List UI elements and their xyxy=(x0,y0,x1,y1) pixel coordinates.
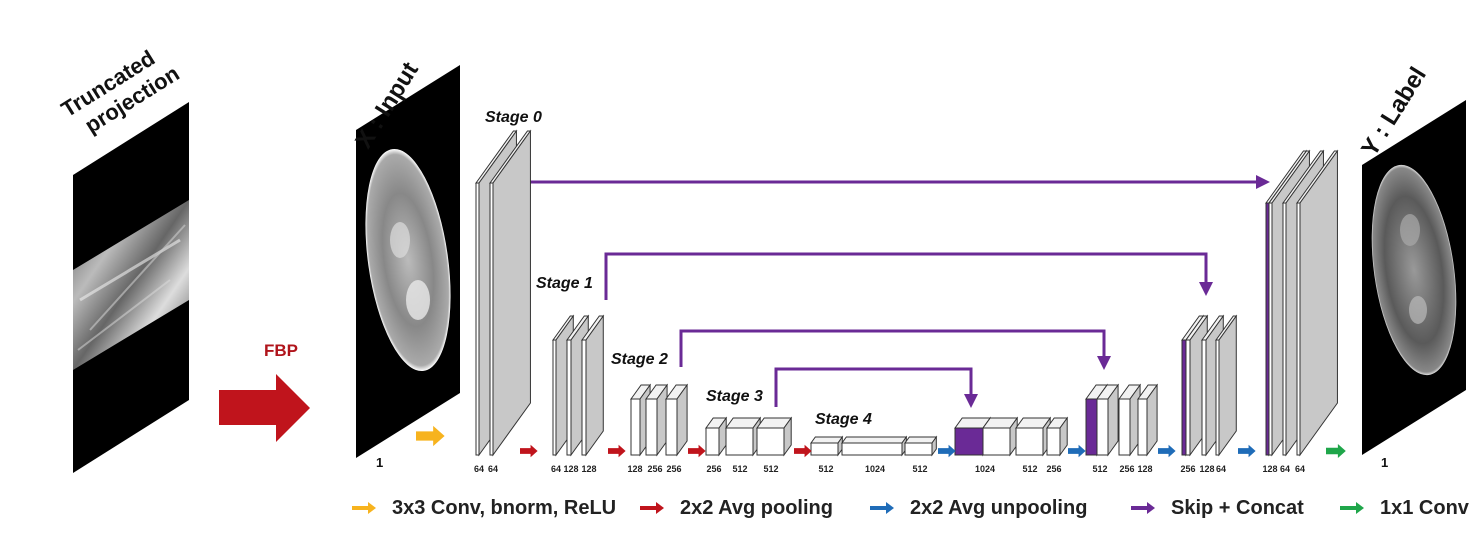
legend-label-unpool: 2x2 Avg unpooling xyxy=(910,496,1088,519)
legend-arrow-1x1-icon xyxy=(1340,502,1364,514)
legend: 3x3 Conv, bnorm, ReLU 2x2 Avg pooling 2x… xyxy=(0,488,1479,528)
stage4-block-2 xyxy=(841,435,908,457)
ch-s2d-1: 256 xyxy=(1119,464,1134,474)
stage2-dec-block-3 xyxy=(1137,383,1159,457)
ch-s3e-1: 512 xyxy=(732,464,747,474)
ch-s1d-2: 64 xyxy=(1216,464,1226,474)
unpool-arrow-icon-4 xyxy=(1238,444,1256,458)
ch-s4-0: 512 xyxy=(818,464,833,474)
stage1-enc-slab-3 xyxy=(581,314,605,457)
legend-item-pool: 2x2 Avg pooling xyxy=(640,494,833,522)
ch-s0d-1: 64 xyxy=(1280,464,1290,474)
stage2-dec-block-1 xyxy=(1096,383,1120,457)
ch-s0e-0: 64 xyxy=(474,464,484,474)
stage-0-label: Stage 0 xyxy=(485,109,542,126)
ch-s4-2: 512 xyxy=(912,464,927,474)
ch-s2e-0: 128 xyxy=(627,464,642,474)
ch-s1d-1: 128 xyxy=(1199,464,1214,474)
truncated-projection-image xyxy=(73,102,189,473)
skip-connections xyxy=(521,180,1262,407)
legend-label-1x1: 1x1 Conv xyxy=(1380,496,1469,519)
pool-arrow-icon-4 xyxy=(794,444,812,458)
legend-item-unpool: 2x2 Avg unpooling xyxy=(870,494,1087,522)
ch-s3e-2: 512 xyxy=(763,464,778,474)
legend-item-1x1: 1x1 Conv xyxy=(1340,494,1469,522)
ch-s2e-2: 256 xyxy=(666,464,681,474)
ch-s4-1: 1024 xyxy=(865,464,885,474)
output-channels: 1 xyxy=(1381,455,1388,470)
ch-s3e-0: 256 xyxy=(706,464,721,474)
ch-s3d-0: 1024 xyxy=(975,464,995,474)
stage-3-label: Stage 3 xyxy=(706,388,763,405)
stage2-enc-block-3 xyxy=(665,383,689,457)
operation-arrows xyxy=(416,425,1346,459)
ch-s2d-0: 512 xyxy=(1092,464,1107,474)
stage3-enc-block-3 xyxy=(756,416,793,457)
fbp-label: FBP xyxy=(264,341,298,360)
input-image xyxy=(356,65,460,458)
ch-s3d-1: 512 xyxy=(1022,464,1037,474)
legend-label-pool: 2x2 Avg pooling xyxy=(680,496,833,519)
ch-s2e-1: 256 xyxy=(647,464,662,474)
legend-item-skip: Skip + Concat xyxy=(1131,494,1304,522)
unpool-arrow-icon-2 xyxy=(1068,444,1086,458)
legend-item-conv: 3x3 Conv, bnorm, ReLU xyxy=(352,494,616,522)
legend-arrow-unpool-icon xyxy=(870,502,894,514)
stage-4-label: Stage 4 xyxy=(815,411,872,428)
ch-s0d-2: 64 xyxy=(1295,464,1305,474)
legend-arrow-skip-icon xyxy=(1131,502,1155,514)
network-blocks xyxy=(475,129,1339,457)
ch-s1e-1: 128 xyxy=(563,464,578,474)
stage3-enc-block-1 xyxy=(705,416,728,457)
output-image xyxy=(1362,100,1466,455)
ch-s1d-0: 256 xyxy=(1180,464,1195,474)
skip-arrowheads xyxy=(964,175,1270,408)
stage3-dec-block-2 xyxy=(1015,416,1052,457)
stage-2-label: Stage 2 xyxy=(611,351,668,368)
unpool-arrow-icon-1 xyxy=(938,444,956,458)
channel-labels: 64 64 64 128 128 128 256 256 256 512 512… xyxy=(474,464,1305,474)
stage0-enc-slab-2 xyxy=(489,129,532,457)
stage4-block-1 xyxy=(810,435,844,457)
ch-s3d-2: 256 xyxy=(1046,464,1061,474)
stage3-dec-block-3 xyxy=(1046,416,1069,457)
pool-arrow-icon-1 xyxy=(520,444,538,458)
ch-s2d-2: 128 xyxy=(1137,464,1152,474)
pool-arrow-icon-3 xyxy=(688,444,706,458)
ch-s0e-1: 64 xyxy=(488,464,498,474)
stage3-enc-block-2 xyxy=(725,416,762,457)
pool-arrow-icon-2 xyxy=(608,444,626,458)
unpool-arrow-icon-3 xyxy=(1158,444,1176,458)
legend-label-skip: Skip + Concat xyxy=(1171,496,1304,519)
stage2-enc-block-2 xyxy=(645,383,669,457)
legend-label-conv: 3x3 Conv, bnorm, ReLU xyxy=(392,496,617,519)
ch-s1e-0: 64 xyxy=(551,464,561,474)
stage2-dec-block-2 xyxy=(1118,383,1142,457)
fbp-arrow-icon xyxy=(219,374,310,442)
conv-arrow-icon xyxy=(416,425,445,447)
input-channels: 1 xyxy=(376,455,383,470)
stage1-dec-slab-3 xyxy=(1215,314,1238,457)
final-conv-arrow-icon xyxy=(1326,443,1346,459)
ch-s0d-0: 128 xyxy=(1262,464,1277,474)
ch-s1e-2: 128 xyxy=(581,464,596,474)
legend-arrow-pool-icon xyxy=(640,502,664,514)
stage0-dec-slab-3 xyxy=(1296,149,1339,457)
legend-arrow-conv-icon xyxy=(352,502,376,514)
stage-1-label: Stage 1 xyxy=(536,275,593,292)
stage4-block-3 xyxy=(904,435,938,457)
stage3-dec-block-1 xyxy=(982,416,1019,457)
